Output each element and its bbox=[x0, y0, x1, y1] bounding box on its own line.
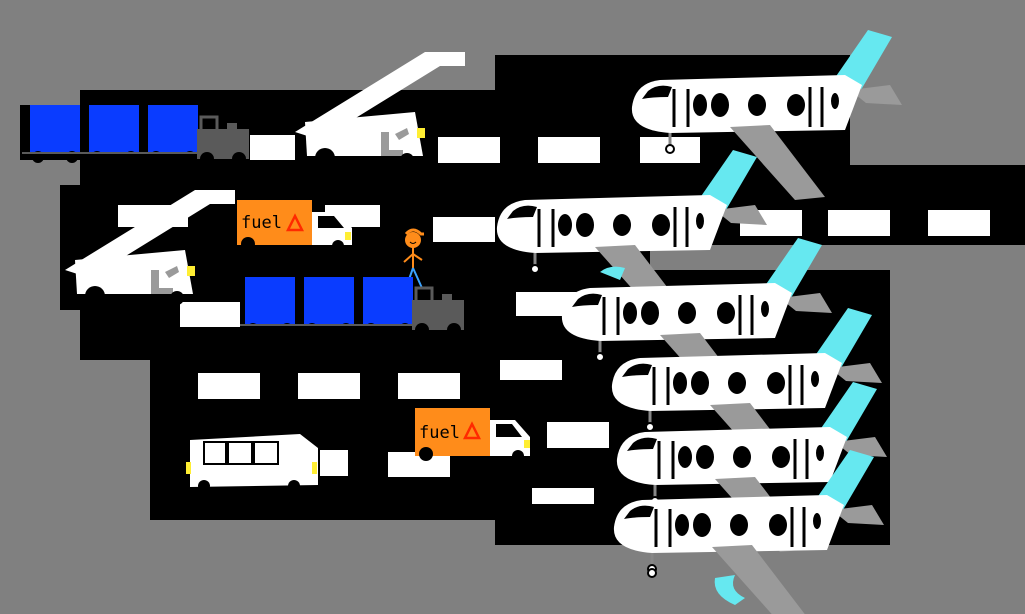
tail-fin-icon bbox=[714, 575, 745, 605]
ground-markings bbox=[118, 135, 990, 504]
shuttle-bus[interactable] bbox=[186, 434, 318, 492]
fuel-truck-top[interactable]: fuel bbox=[237, 200, 352, 252]
gear-wheel bbox=[647, 568, 657, 578]
hazard-triangle-icon bbox=[285, 213, 305, 232]
ground-worker[interactable] bbox=[403, 228, 424, 289]
fuel-label: fuel bbox=[241, 213, 282, 233]
baggage-train-top[interactable] bbox=[22, 105, 251, 168]
hazard-triangle-icon bbox=[462, 421, 482, 440]
fuel-label: fuel bbox=[419, 423, 460, 443]
fuel-truck-bottom[interactable]: fuel bbox=[415, 408, 530, 462]
tail-fin-icon bbox=[600, 266, 625, 280]
baggage-train-middle[interactable] bbox=[240, 277, 466, 339]
